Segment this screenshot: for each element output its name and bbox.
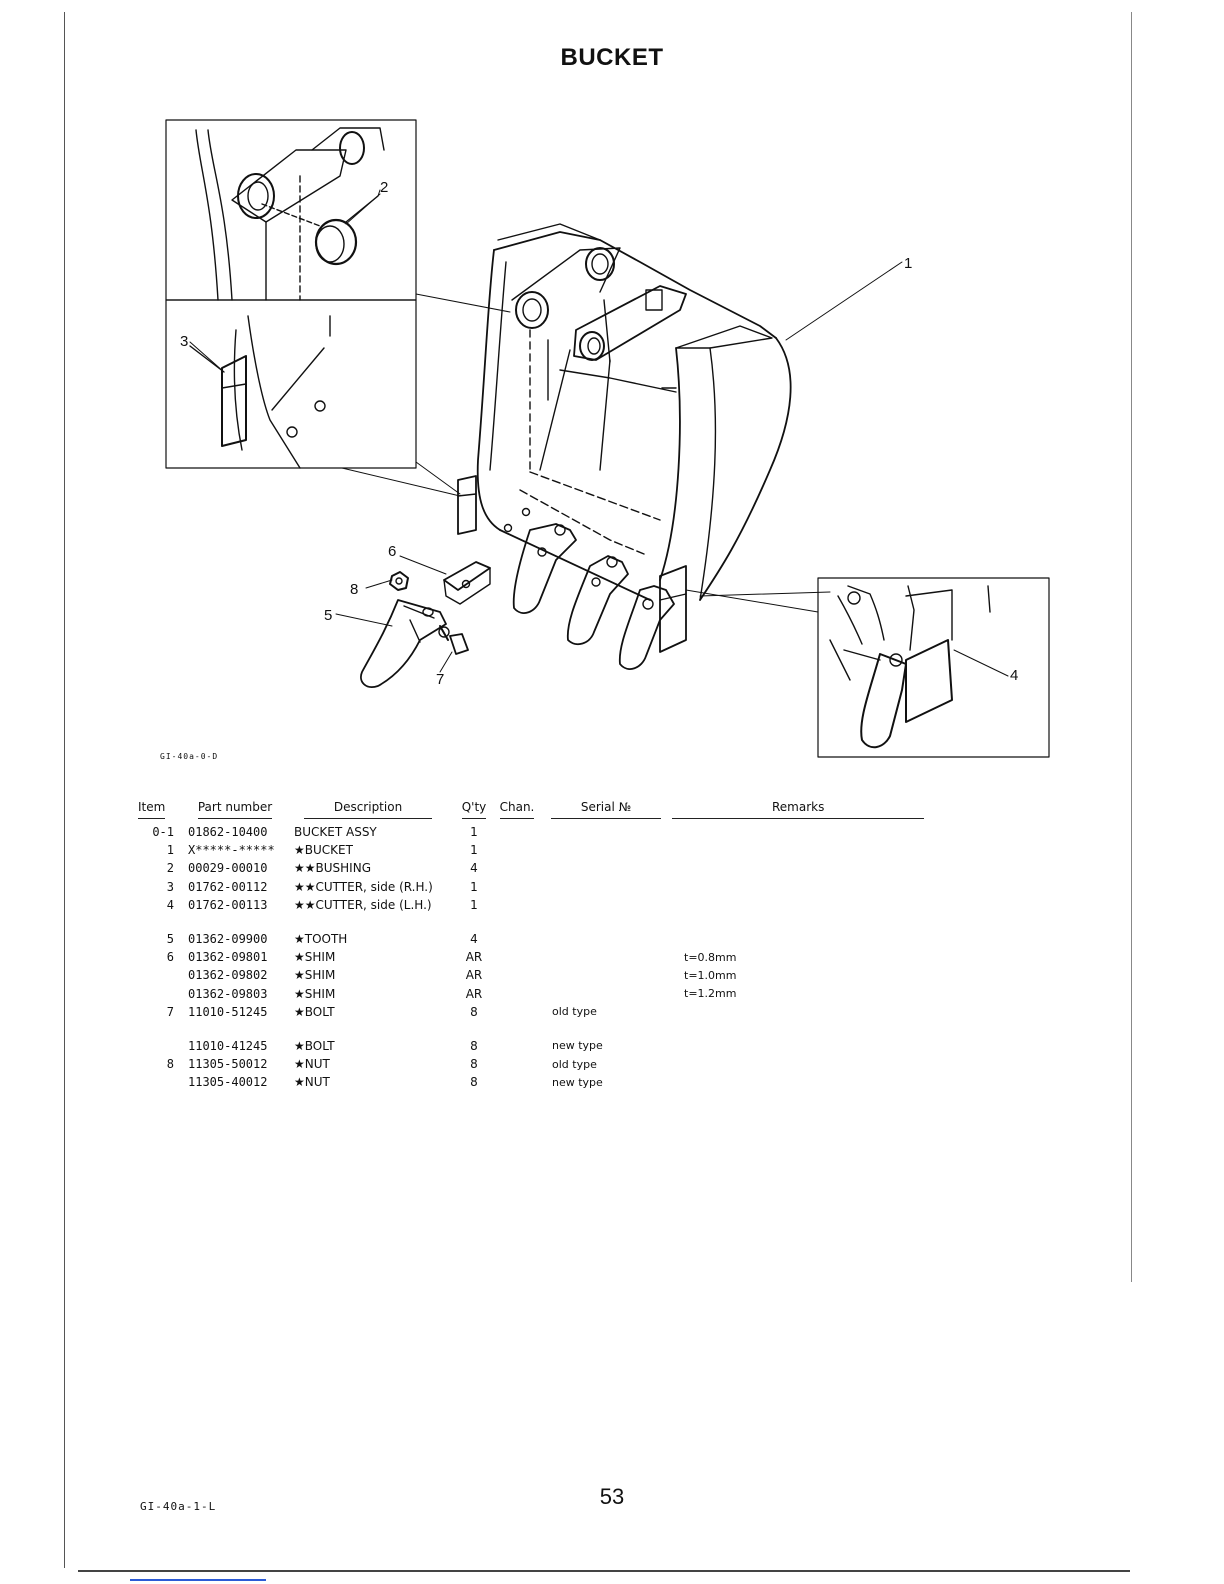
part-description: ★★CUTTER, side (L.H.) <box>294 897 432 912</box>
table-row: 3 01762-00112 ★★CUTTER, side (R.H.) 1 <box>138 878 924 896</box>
part-number: 01362-09900 <box>188 932 268 947</box>
part-qty: AR <box>465 968 483 983</box>
table-row: 2 00029-00010 ★★BUSHING 4 <box>138 859 924 877</box>
part-qty: 8 <box>470 1004 478 1019</box>
figure-code: GI-40a-0-D <box>160 752 219 761</box>
part-number: 11305-40012 <box>188 1075 268 1090</box>
part-number: 11305-50012 <box>188 1057 268 1072</box>
part-number: 01762-00112 <box>188 879 268 894</box>
callout-7: 7 <box>436 671 444 688</box>
part-description: ★NUT <box>294 1057 330 1072</box>
part-qty: 8 <box>470 1075 478 1090</box>
part-number: 11010-41245 <box>188 1038 268 1053</box>
table-spacer <box>138 914 924 930</box>
part-qty: AR <box>465 950 483 965</box>
part-qty: 8 <box>470 1057 478 1072</box>
parts-table-header: Item Part number Description Q'ty Chan. … <box>138 798 925 823</box>
part-qty: 4 <box>470 932 478 947</box>
part-qty: 1 <box>470 897 478 912</box>
table-row: 01362-09802 ★SHIM AR t=1.0mm <box>138 966 924 984</box>
header-item: Item <box>138 798 188 823</box>
part-qty: 1 <box>470 843 478 858</box>
part-description: ★★BUSHING <box>294 861 371 876</box>
page-border-bottom <box>78 1570 1130 1572</box>
part-number: 01862-10400 <box>188 825 268 840</box>
inset-bushing-detail <box>165 119 417 301</box>
part-description: ★NUT <box>294 1075 330 1090</box>
part-description: ★SHIM <box>294 950 336 965</box>
part-qty: AR <box>465 986 483 1001</box>
bucket-body <box>457 223 792 670</box>
part-description: ★SHIM <box>294 986 336 1001</box>
header-remarks: Remarks <box>672 798 925 823</box>
part-qty: 1 <box>470 825 478 840</box>
table-row: 4 01762-00113 ★★CUTTER, side (L.H.) 1 <box>138 896 924 914</box>
part-description: ★SHIM <box>294 968 336 983</box>
part-number: 01362-09803 <box>188 986 268 1001</box>
part-description: ★BOLT <box>294 1038 335 1053</box>
header-serial: Serial № <box>540 798 672 823</box>
footer-link-underline <box>130 1579 266 1581</box>
loose-parts <box>360 561 491 688</box>
table-row: 7 11010-51245 ★BOLT 8 old type <box>138 1003 924 1021</box>
table-row: 11305-40012 ★NUT 8 new type <box>138 1073 924 1091</box>
table-spacer <box>138 1021 924 1037</box>
part-description: ★BOLT <box>294 1004 335 1019</box>
callout-1: 1 <box>904 255 912 272</box>
page-title: BUCKET <box>560 44 664 71</box>
table-row: 01362-09803 ★SHIM AR t=1.2mm <box>138 985 924 1003</box>
table-row: 1 X*****-***** ★BUCKET 1 <box>138 841 924 859</box>
page-number: 53 <box>599 1484 625 1509</box>
table-row: 11010-41245 ★BOLT 8 new type <box>138 1037 924 1055</box>
part-description: ★TOOTH <box>294 932 348 947</box>
footer-code: GI-40a-1-L <box>140 1500 217 1513</box>
table-row: 0-1 01862-10400 BUCKET ASSY 1 <box>138 823 924 841</box>
table-row: 6 01362-09801 ★SHIM AR t=0.8mm <box>138 948 924 966</box>
table-row: 5 01362-09900 ★TOOTH 4 <box>138 930 924 948</box>
part-number: 01762-00113 <box>188 897 268 912</box>
part-description: BUCKET ASSY <box>294 825 377 840</box>
part-description: ★BUCKET <box>294 843 353 858</box>
header-part-number: Part number <box>188 798 282 823</box>
part-number: 11010-51245 <box>188 1004 268 1019</box>
callout-3: 3 <box>180 333 188 350</box>
parts-table: Item Part number Description Q'ty Chan. … <box>138 798 925 1091</box>
inset-cutter-rh-detail <box>165 299 417 469</box>
page-border-right <box>1131 12 1132 1282</box>
inset-cutter-lh-detail <box>817 577 1050 758</box>
part-number: 01362-09801 <box>188 950 268 965</box>
part-number: 00029-00010 <box>188 861 268 876</box>
part-number: 01362-09802 <box>188 968 268 983</box>
callout-6: 6 <box>388 543 396 560</box>
bucket-exploded-diagram: 1 2 3 4 5 6 7 8 GI-40a-0-D <box>160 119 1050 761</box>
header-chan: Chan. <box>494 798 540 823</box>
header-qty: Q'ty <box>454 798 494 823</box>
header-description: Description <box>282 798 454 823</box>
part-qty: 8 <box>470 1038 478 1053</box>
callout-2: 2 <box>380 179 388 196</box>
callout-4: 4 <box>1010 667 1018 684</box>
part-qty: 4 <box>470 861 478 876</box>
table-row: 8 11305-50012 ★NUT 8 old type <box>138 1055 924 1073</box>
callout-5: 5 <box>324 607 332 624</box>
part-number: X*****-***** <box>188 843 275 858</box>
page-border-left <box>64 12 65 1568</box>
part-description: ★★CUTTER, side (R.H.) <box>294 879 433 894</box>
part-qty: 1 <box>470 879 478 894</box>
callout-8: 8 <box>350 581 358 598</box>
